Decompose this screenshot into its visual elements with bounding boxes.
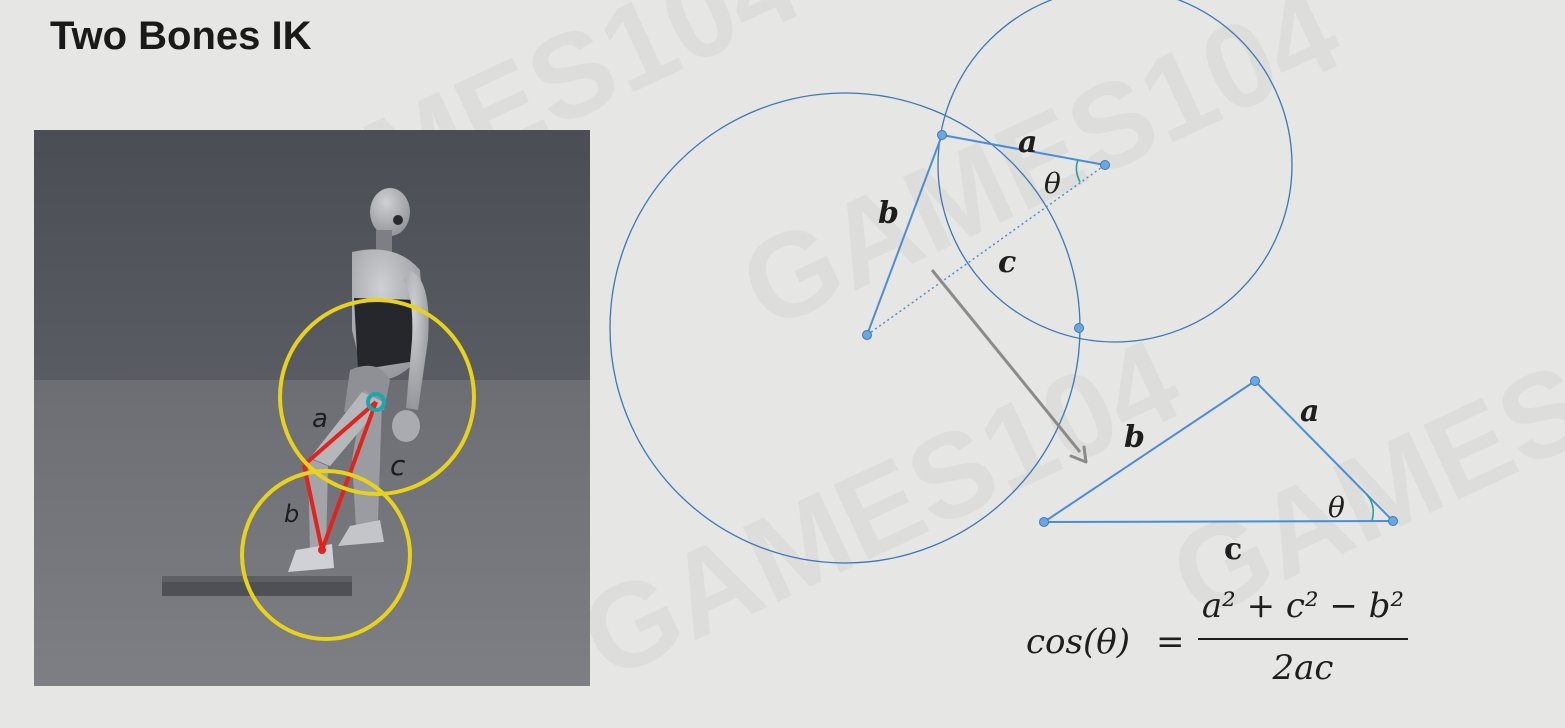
ik-scene-svg: a c b bbox=[34, 130, 590, 686]
transition-arrow bbox=[930, 269, 1082, 453]
theta-arc-bottom bbox=[1366, 494, 1374, 522]
formula-lhs: cos(θ) bbox=[1026, 622, 1130, 662]
diagram-label-b: b bbox=[878, 196, 899, 231]
diagram-label-theta: θ bbox=[1044, 167, 1061, 200]
formula-denominator: 2ac bbox=[1272, 648, 1334, 688]
point-target bbox=[1100, 160, 1110, 170]
point-intersection bbox=[1074, 323, 1084, 333]
triangle-side-c bbox=[1043, 520, 1394, 523]
scene-wall bbox=[34, 130, 590, 380]
slide-title: Two Bones IK bbox=[50, 14, 312, 58]
law-of-cosines-formula: cos(θ) = a² + c² − b² 2ac bbox=[1026, 586, 1426, 696]
triangle-point-top bbox=[1250, 376, 1260, 386]
ik-scene-image: a c b bbox=[34, 130, 590, 686]
triangle-point-right bbox=[1388, 516, 1398, 526]
triangle-side-b bbox=[1043, 380, 1256, 523]
point-root bbox=[862, 330, 872, 340]
diagram-label-a: a bbox=[1018, 125, 1037, 160]
triangle-label-theta: θ bbox=[1328, 491, 1345, 524]
scene-label-b: b bbox=[284, 500, 299, 528]
triangle-side-a bbox=[1254, 380, 1394, 522]
triangle-point-left bbox=[1039, 517, 1049, 527]
triangle-label-b: b bbox=[1124, 420, 1145, 455]
scene-label-c: c bbox=[390, 449, 406, 482]
circle-target-reach bbox=[937, 0, 1293, 343]
reach-circle-upper bbox=[278, 298, 476, 496]
triangle-label-c: c bbox=[1224, 532, 1242, 567]
segment-c-dotted bbox=[866, 164, 1106, 336]
formula-fraction-bar bbox=[1198, 638, 1408, 640]
scene-label-a: a bbox=[312, 404, 328, 434]
triangle-label-a: a bbox=[1300, 394, 1319, 429]
transition-arrow-head bbox=[1069, 445, 1088, 464]
diagram-label-c: c bbox=[998, 245, 1016, 280]
reach-circle-lower bbox=[240, 469, 412, 641]
segment-b bbox=[866, 134, 943, 336]
theta-arc-top bbox=[1075, 159, 1081, 183]
formula-numerator: a² + c² − b² bbox=[1201, 586, 1405, 626]
formula-equals: = bbox=[1156, 622, 1185, 662]
platform bbox=[162, 580, 352, 596]
circle-root-reach bbox=[609, 92, 1081, 564]
point-joint bbox=[937, 130, 947, 140]
